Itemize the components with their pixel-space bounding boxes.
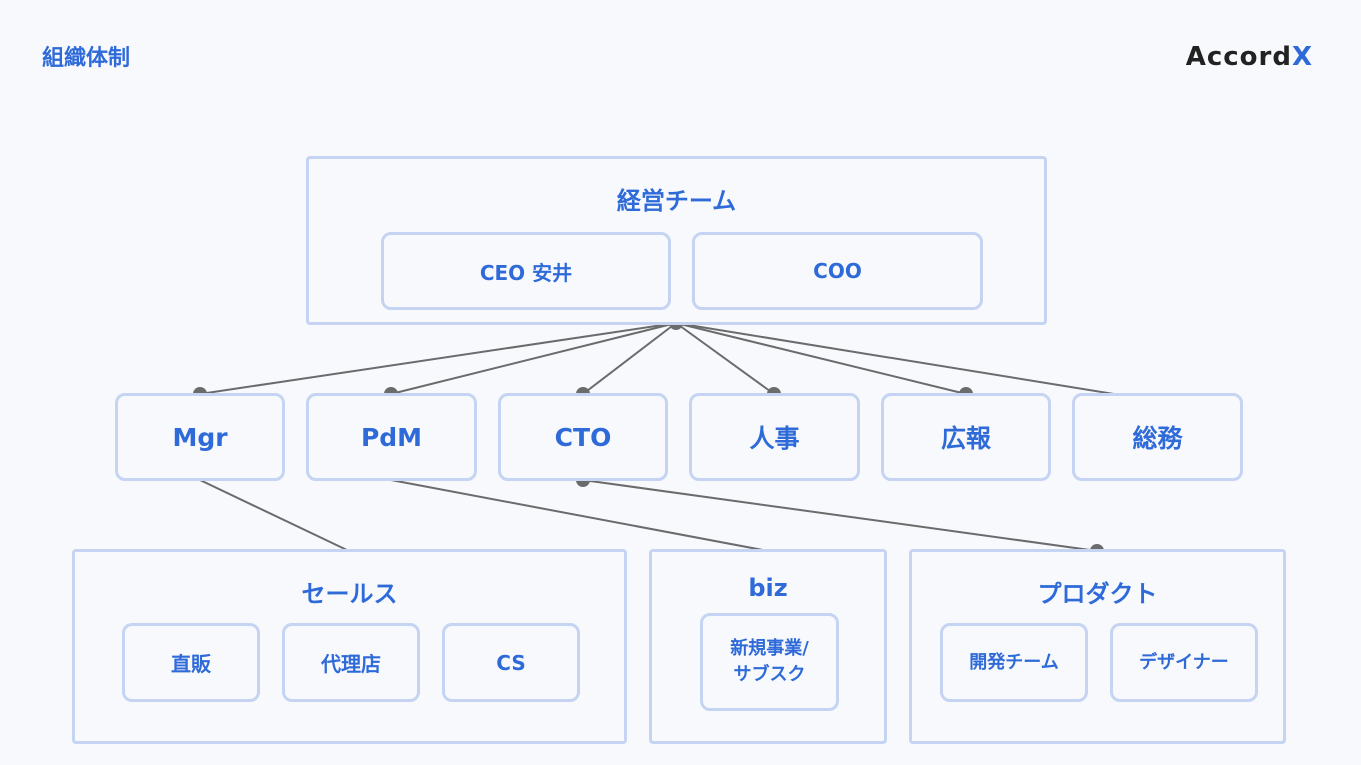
sales-division-box: セールス 直販 代理店 CS bbox=[72, 549, 627, 744]
connector-cto-product bbox=[582, 479, 1098, 552]
executive-team-box: 経営チーム CEO 安井 COO bbox=[306, 156, 1047, 325]
product-division-title: プロダクト bbox=[1037, 580, 1158, 608]
product-division-box: プロダクト 開発チーム デザイナー bbox=[909, 549, 1286, 744]
biz-team-label-line1: 新規事業/ bbox=[730, 638, 809, 659]
role-ga: 総務 bbox=[1072, 393, 1243, 481]
role-cto: CTO bbox=[498, 393, 668, 481]
role-hr: 人事 bbox=[689, 393, 860, 481]
exec-member-coo: COO bbox=[692, 232, 983, 310]
role-mgr: Mgr bbox=[115, 393, 285, 481]
accordx-logo: AccordX bbox=[1185, 42, 1313, 72]
sales-division-title: セールス bbox=[301, 580, 398, 608]
executive-team-title: 経営チーム bbox=[616, 187, 737, 215]
page-title: 組織体制 bbox=[42, 46, 131, 71]
connector-pdm-biz bbox=[390, 479, 769, 552]
connector-exec-pr bbox=[675, 322, 967, 395]
sales-team-direct: 直販 bbox=[122, 623, 260, 702]
biz-team-label-line2: サブスク bbox=[733, 664, 806, 685]
product-team-design: デザイナー bbox=[1110, 623, 1258, 702]
sales-team-agency: 代理店 bbox=[282, 623, 420, 702]
role-pdm: PdM bbox=[306, 393, 477, 481]
exec-member-ceo: CEO 安井 bbox=[381, 232, 671, 310]
role-pr: 広報 bbox=[881, 393, 1051, 481]
connector-exec-mgr bbox=[199, 322, 677, 395]
connector-exec-ga bbox=[675, 322, 1158, 402]
biz-division-title: biz bbox=[748, 574, 788, 602]
product-team-dev: 開発チーム bbox=[940, 623, 1088, 702]
connector-exec-hr bbox=[675, 322, 775, 395]
connector-mgr-sales bbox=[199, 479, 350, 552]
biz-team-new-business: 新規事業/ サブスク bbox=[700, 613, 839, 711]
biz-division-box: biz 新規事業/ サブスク bbox=[649, 549, 887, 744]
connector-exec-cto bbox=[582, 322, 677, 395]
sales-team-cs: CS bbox=[442, 623, 580, 702]
connector-exec-pdm bbox=[390, 322, 677, 395]
